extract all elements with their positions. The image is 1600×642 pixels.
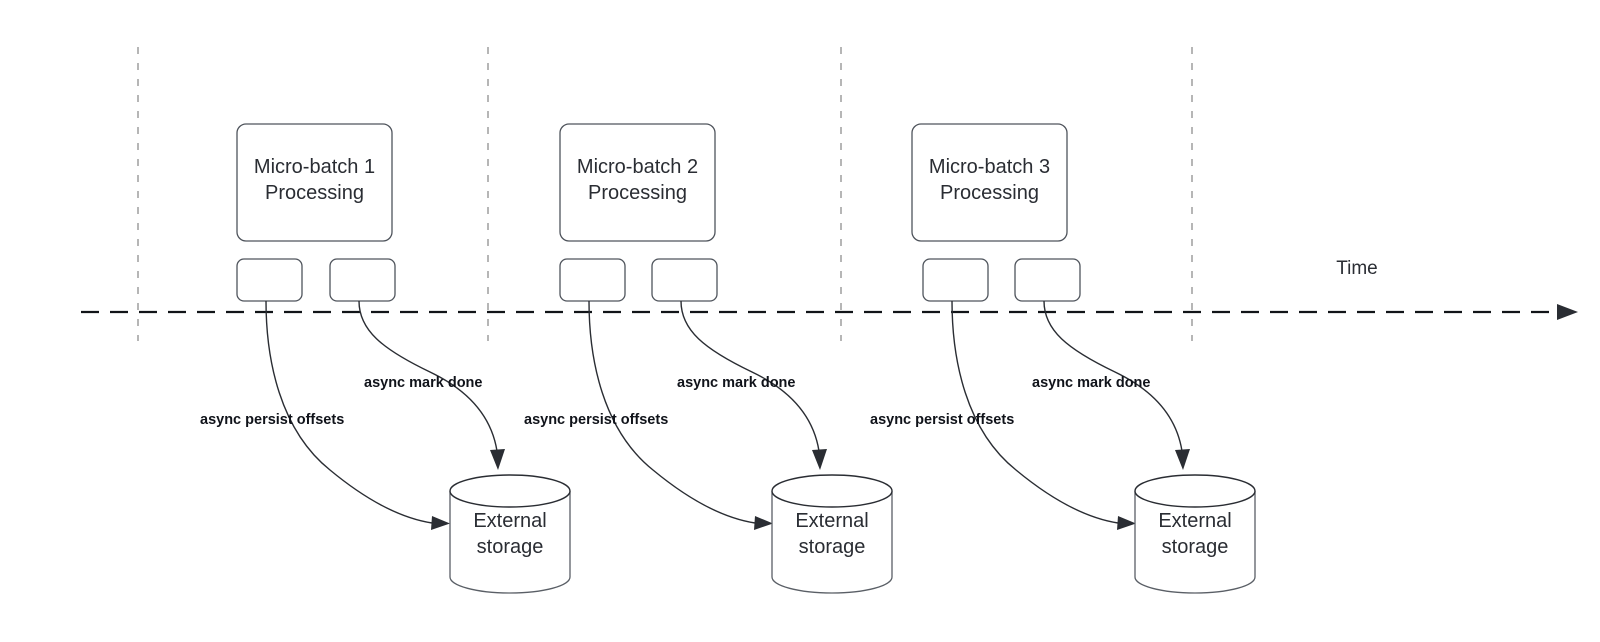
- group-2-persist-label: async persist offsets: [524, 412, 668, 428]
- batch-boundary-ticks: [137, 47, 1193, 341]
- micro-batch-1-label-line2: Processing: [265, 182, 364, 204]
- group-1-mark-arrowhead: [490, 449, 505, 470]
- group-2-storage-label-line2: storage: [799, 536, 866, 558]
- group-2-cylinder-body[interactable]: [771, 491, 893, 594]
- group-1-mark-label: async mark done: [364, 375, 482, 391]
- group-1-persist-arrowhead: [431, 516, 450, 530]
- group-3-persist-edge: [951, 300, 1119, 524]
- group-3-storage-label-line2: storage: [1162, 536, 1229, 558]
- group-1-cylinder-top: [449, 474, 571, 508]
- group-2-cylinder-top: [771, 474, 893, 508]
- group-3-storage-label-line1: External: [1158, 510, 1231, 532]
- group-2-persist-arrowhead: [754, 516, 773, 530]
- group-3-task-box-b[interactable]: [1014, 258, 1081, 302]
- micro-batch-2-rect[interactable]: [559, 123, 716, 242]
- micro-batch-1-rect[interactable]: [236, 123, 393, 242]
- micro-batch-3-box[interactable]: Micro-batch 3 Processing: [911, 123, 1068, 242]
- micro-batch-3-rect[interactable]: [911, 123, 1068, 242]
- group-1-persist-label: async persist offsets: [200, 412, 344, 428]
- group-3-external-storage[interactable]: External storage: [1134, 474, 1256, 594]
- micro-batch-2-label-line2: Processing: [588, 182, 687, 204]
- group-2: Micro-batch 2 Processing async persist o…: [524, 123, 893, 594]
- group-1-cylinder-body[interactable]: [449, 491, 571, 594]
- group-3-cylinder-top: [1134, 474, 1256, 508]
- micro-batch-1-box[interactable]: Micro-batch 1 Processing: [236, 123, 393, 242]
- group-3: Micro-batch 3 Processing async persist o…: [870, 123, 1256, 594]
- group-1-external-storage[interactable]: External storage: [449, 474, 571, 594]
- group-1-task-box-a[interactable]: [236, 258, 303, 302]
- group-2-mark-label: async mark done: [677, 375, 795, 391]
- group-1-mark-edge: [358, 300, 498, 452]
- group-1-persist-edge: [265, 300, 433, 524]
- micro-batch-3-label-line2: Processing: [940, 182, 1039, 204]
- micro-batch-3-label-line1: Micro-batch 3: [929, 156, 1050, 178]
- time-axis-arrowhead: [1557, 304, 1578, 320]
- group-2-storage-label-line1: External: [795, 510, 868, 532]
- group-3-mark-label: async mark done: [1032, 375, 1150, 391]
- group-2-task-box-b[interactable]: [651, 258, 718, 302]
- group-2-task-box-a[interactable]: [559, 258, 626, 302]
- time-axis: [81, 304, 1578, 320]
- micro-batch-1-label-line1: Micro-batch 1: [254, 156, 375, 178]
- group-2-mark-edge: [680, 300, 820, 452]
- time-axis-label: Time: [1336, 258, 1378, 279]
- group-1-task-box-b[interactable]: [329, 258, 396, 302]
- group-3-mark-edge: [1043, 300, 1183, 452]
- group-1: Micro-batch 1 Processing async persist o…: [200, 123, 571, 594]
- group-1-storage-label-line2: storage: [477, 536, 544, 558]
- group-3-task-box-a[interactable]: [922, 258, 989, 302]
- micro-batch-2-box[interactable]: Micro-batch 2 Processing: [559, 123, 716, 242]
- group-3-persist-label: async persist offsets: [870, 412, 1014, 428]
- group-3-mark-arrowhead: [1175, 449, 1190, 470]
- group-2-mark-arrowhead: [812, 449, 827, 470]
- group-2-persist-edge: [588, 300, 756, 524]
- group-3-cylinder-body[interactable]: [1134, 491, 1256, 594]
- micro-batch-2-label-line1: Micro-batch 2: [577, 156, 698, 178]
- group-3-persist-arrowhead: [1117, 516, 1136, 530]
- group-2-external-storage[interactable]: External storage: [771, 474, 893, 594]
- group-1-storage-label-line1: External: [473, 510, 546, 532]
